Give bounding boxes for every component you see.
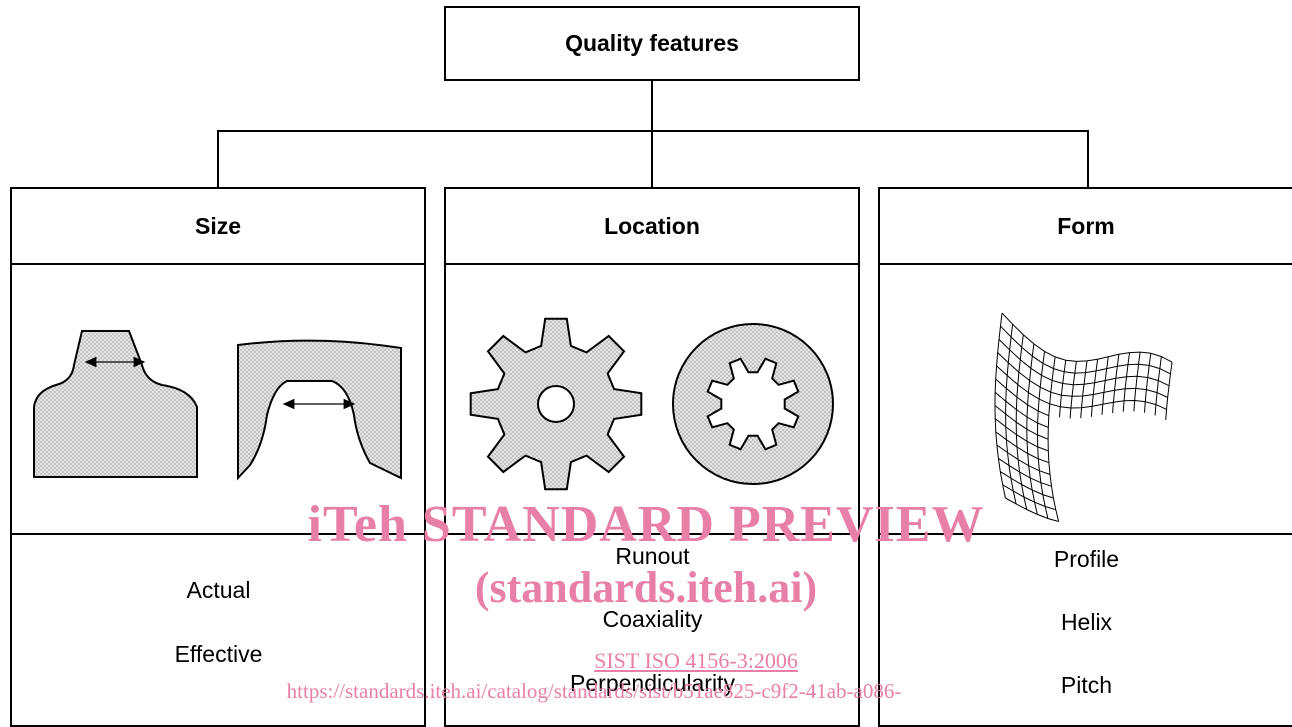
mesh-line [995,431,1050,464]
mesh-line [994,391,1049,428]
form-header: Form [880,189,1292,265]
location-item-perpendicularity: Perpendicularity [570,670,735,696]
mesh-line [1165,362,1173,421]
mesh-line [1122,352,1130,412]
mesh-line [994,418,1049,452]
root-title: Quality features [565,30,739,56]
mesh-line [1090,359,1099,417]
gear-location-icon [469,317,834,491]
connector-location [651,130,653,188]
mesh-line [1000,471,1054,499]
connector-form [1087,130,1089,188]
root-node: Quality features [444,6,860,81]
mesh-line [998,339,1170,387]
mesh-line [1001,312,1173,363]
location-column: Location [444,187,860,727]
form-title: Form [1057,212,1115,239]
surface-form-icon [994,312,1173,522]
mesh-line [1059,360,1067,418]
connector-horizontal [217,130,1088,132]
mesh-line [1069,361,1077,419]
form-item-helix: Helix [1060,609,1113,635]
mesh-line [1133,352,1141,412]
mesh-line [998,457,1052,487]
mesh-line [995,378,1049,417]
location-figure-panel [446,265,858,535]
mesh-line [1005,497,1059,522]
mesh-line [1000,325,1171,375]
mesh-line [1154,356,1162,416]
mesh-line [997,352,1168,398]
mesh-line [1080,360,1088,419]
size-item-actual: Actual [186,577,251,603]
location-item-coaxiality: Coaxiality [602,606,703,632]
mesh-line [1002,484,1056,511]
mesh-line [1112,354,1120,414]
mesh-line [994,405,1049,440]
mesh-line [996,365,1167,410]
size-figure-panel [12,265,424,535]
mesh-line [1101,356,1109,415]
size-header: Size [12,189,424,265]
form-figure-panel [880,265,1292,535]
size-column: Size [10,187,426,727]
mesh-line [996,444,1051,475]
mesh-line [1144,353,1152,413]
form-column: Form [878,187,1292,727]
size-item-effective: Effective [174,641,263,667]
location-header: Location [446,189,858,265]
location-item-runout: Runout [615,543,690,569]
location-title: Location [604,212,700,239]
form-item-pitch: Pitch [1060,672,1113,698]
size-title: Size [194,212,242,239]
gear-tooth-size-icon [33,330,402,481]
connector-size [217,130,219,188]
connector-root-down [651,81,653,131]
form-item-profile: Profile [1053,546,1120,572]
